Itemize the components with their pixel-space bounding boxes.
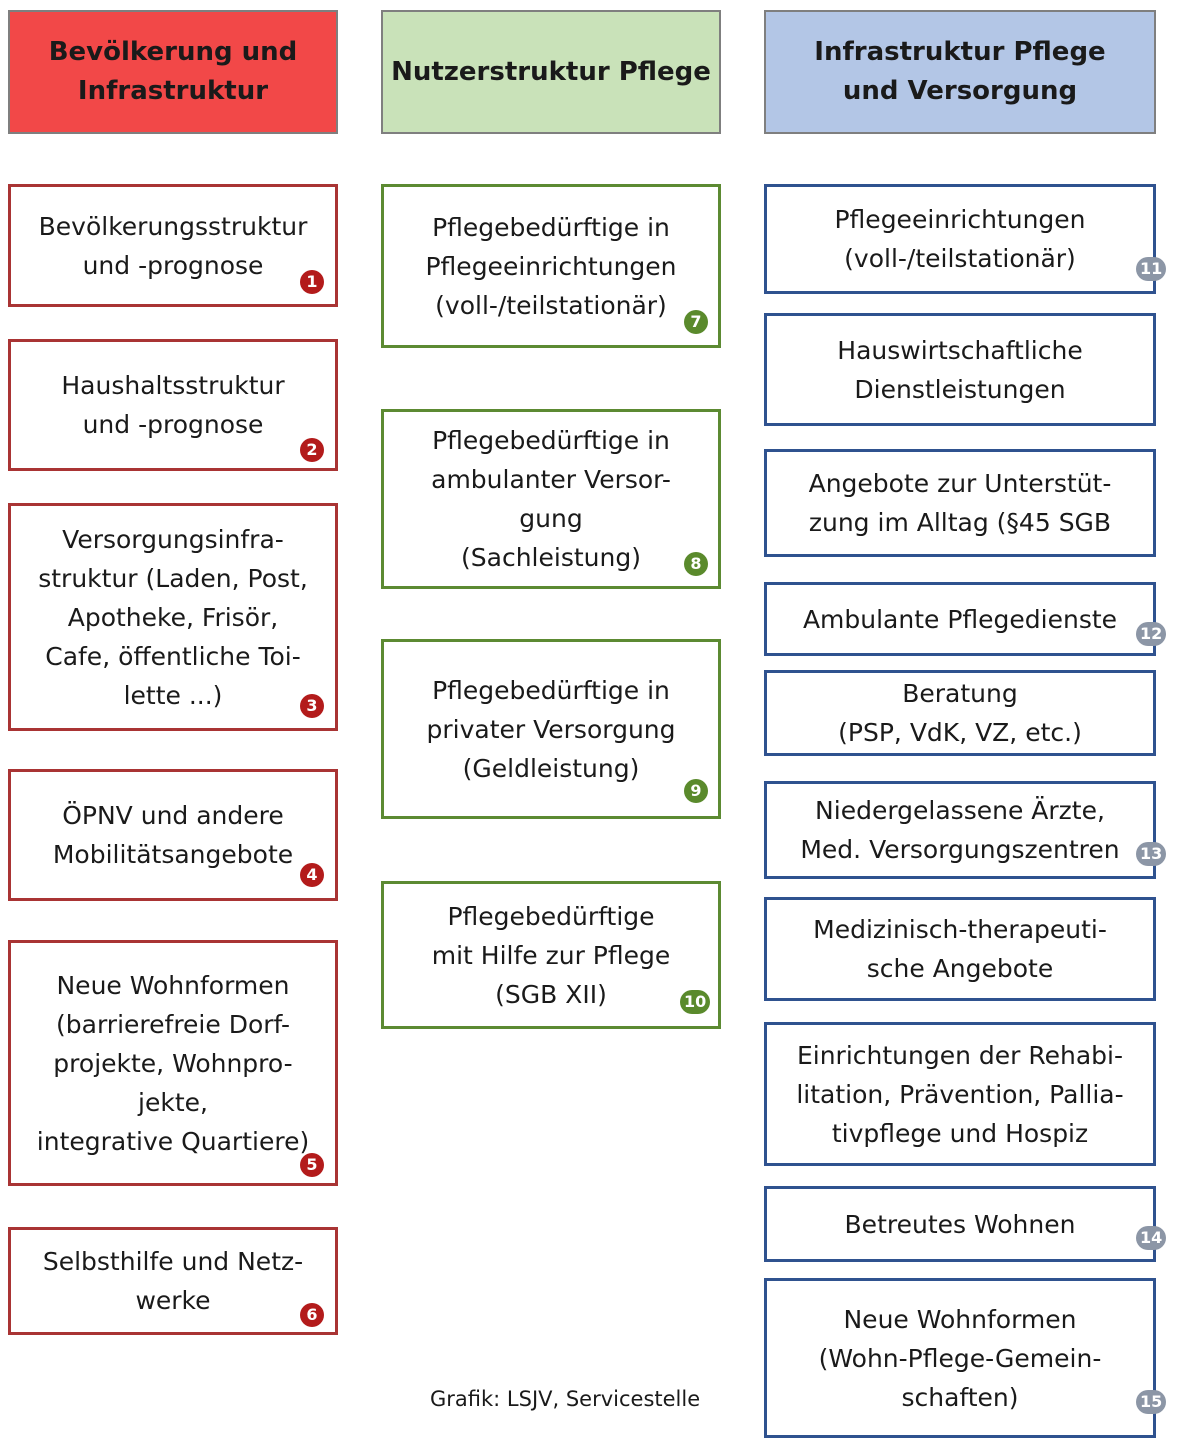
number-badge-8: 8 bbox=[684, 552, 708, 576]
box-hauswirtschaftliche-dienstleistungen: Hauswirtschaftliche Dienstleistungen bbox=[764, 313, 1156, 426]
box-label: Pflegebedürftige in privater Versorgung … bbox=[426, 675, 676, 783]
box-bevoelkerungsstruktur: Bevölkerungsstruktur und -prognose bbox=[8, 184, 338, 307]
box-label: Ambulante Pflegedienste bbox=[802, 604, 1118, 634]
number-badge-9: 9 bbox=[684, 779, 708, 803]
box-niedergelassene-aerzte: Niedergelassene Ärzte, Med. Versorgungsz… bbox=[764, 781, 1156, 879]
header-label: Infrastruktur Pflege und Versorgung bbox=[814, 37, 1106, 106]
header-infrastruktur-pflege-versorgung: Infrastruktur Pflege und Versorgung bbox=[764, 10, 1156, 134]
box-label: Pflegebedürftige in Pflegeeinrichtungen … bbox=[425, 212, 677, 320]
box-label: Angebote zur Unterstüt- zung im Alltag (… bbox=[808, 469, 1112, 537]
box-pflegebeduerftige-einrichtungen: Pflegebedürftige in Pflegeeinrichtungen … bbox=[381, 184, 721, 348]
box-pflegebeduerftige-hilfe-zur-pflege: Pflegebedürftige mit Hilfe zur Pflege (S… bbox=[381, 881, 721, 1029]
box-label: Einrichtungen der Rehabi- litation, Präv… bbox=[796, 1040, 1124, 1148]
box-beratung: Beratung (PSP, VdK, VZ, etc.) bbox=[764, 670, 1156, 756]
header-bevoelkerung-infrastruktur: Bevölkerung und Infrastruktur bbox=[8, 10, 338, 134]
box-label: Pflegeeinrichtungen (voll-/teilstationär… bbox=[834, 205, 1086, 273]
box-versorgungsinfrastruktur: Versorgungsinfra- struktur (Laden, Post,… bbox=[8, 503, 338, 731]
box-label: Pflegebedürftige in ambulanter Versor- g… bbox=[431, 426, 671, 572]
box-label: Haushaltsstruktur und -prognose bbox=[61, 371, 285, 439]
box-einrichtungen-rehabilitation: Einrichtungen der Rehabi- litation, Präv… bbox=[764, 1022, 1156, 1166]
number-badge-11: 11 bbox=[1136, 257, 1167, 281]
box-label: Bevölkerungsstruktur und -prognose bbox=[38, 211, 308, 280]
box-ambulante-pflegedienste: Ambulante Pflegedienste bbox=[764, 582, 1156, 656]
box-selbsthilfe: Selbsthilfe und Netz- werke bbox=[8, 1227, 338, 1335]
box-medizinisch-therapeutische-angebote: Medizinisch-therapeuti- sche Angebote bbox=[764, 897, 1156, 1001]
number-badge-6: 6 bbox=[300, 1303, 324, 1327]
box-label: Neue Wohnformen (barrierefreie Dorf- pro… bbox=[36, 970, 310, 1156]
box-oepnv: ÖPNV und andere Mobilitätsangebote bbox=[8, 769, 338, 901]
box-haushaltsstruktur: Haushaltsstruktur und -prognose bbox=[8, 339, 338, 471]
box-neue-wohnformen-wohn-pflege: Neue Wohnformen (Wohn-Pflege-Gemein- sch… bbox=[764, 1278, 1156, 1438]
number-badge-3: 3 bbox=[300, 694, 324, 718]
header-nutzerstruktur-pflege: Nutzerstruktur Pflege bbox=[381, 10, 721, 134]
number-badge-1: 1 bbox=[300, 270, 324, 294]
number-badge-10: 10 bbox=[680, 990, 711, 1014]
header-label: Nutzerstruktur Pflege bbox=[391, 56, 711, 87]
box-betreutes-wohnen: Betreutes Wohnen bbox=[764, 1186, 1156, 1262]
box-label: Neue Wohnformen (Wohn-Pflege-Gemein- sch… bbox=[818, 1304, 1102, 1412]
box-label: Pflegebedürftige mit Hilfe zur Pflege (S… bbox=[431, 901, 671, 1009]
box-label: Selbsthilfe und Netz- werke bbox=[42, 1247, 304, 1315]
box-label: Medizinisch-therapeuti- sche Angebote bbox=[813, 915, 1107, 983]
graphic-credit: Grafik: LSJV, Servicestelle bbox=[430, 1387, 701, 1411]
number-badge-13: 13 bbox=[1136, 842, 1167, 866]
box-label: Hauswirtschaftliche Dienstleistungen bbox=[837, 335, 1083, 404]
box-label: Versorgungsinfra- struktur (Laden, Post,… bbox=[38, 524, 308, 710]
box-label: Beratung (PSP, VdK, VZ, etc.) bbox=[838, 679, 1082, 747]
box-label: Betreutes Wohnen bbox=[844, 1209, 1076, 1239]
box-label: ÖPNV und andere Mobilitätsangebote bbox=[52, 801, 294, 869]
number-badge-7: 7 bbox=[684, 310, 708, 334]
box-neue-wohnformen-dorf: Neue Wohnformen (barrierefreie Dorf- pro… bbox=[8, 940, 338, 1186]
box-pflegebeduerftige-privat: Pflegebedürftige in privater Versorgung … bbox=[381, 639, 721, 819]
box-angebote-unterstuetzung-alltag: Angebote zur Unterstüt- zung im Alltag (… bbox=[764, 449, 1156, 557]
number-badge-15: 15 bbox=[1136, 1390, 1167, 1414]
box-label: Niedergelassene Ärzte, Med. Versorgungsz… bbox=[800, 796, 1120, 864]
number-badge-14: 14 bbox=[1136, 1226, 1167, 1250]
number-badge-12: 12 bbox=[1136, 622, 1167, 646]
number-badge-5: 5 bbox=[300, 1153, 324, 1177]
box-pflegebeduerftige-ambulant: Pflegebedürftige in ambulanter Versor- g… bbox=[381, 409, 721, 589]
number-badge-2: 2 bbox=[300, 438, 324, 462]
number-badge-4: 4 bbox=[300, 863, 324, 887]
header-label: Bevölkerung und Infrastruktur bbox=[48, 37, 298, 106]
box-pflegeeinrichtungen: Pflegeeinrichtungen (voll-/teilstationär… bbox=[764, 184, 1156, 294]
